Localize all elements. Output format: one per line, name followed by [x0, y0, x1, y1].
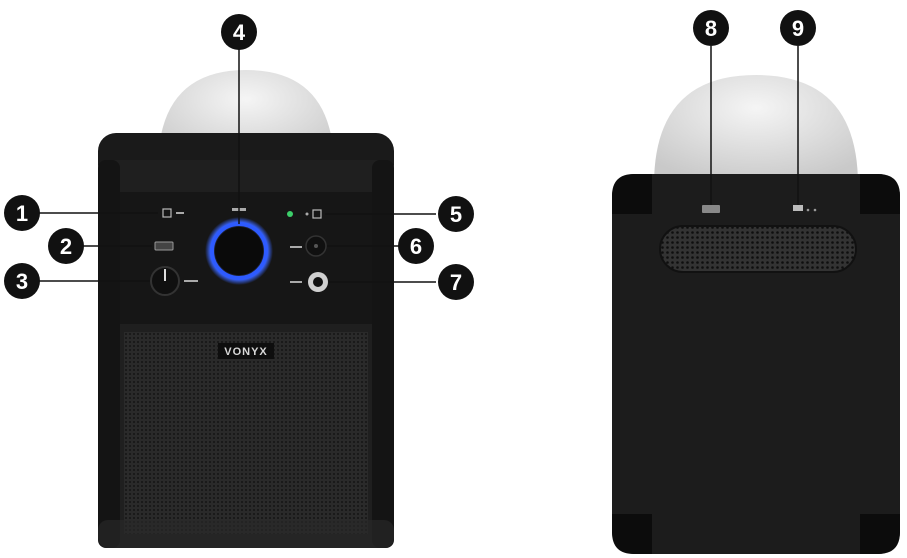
callout-9: 9	[780, 10, 816, 46]
dc-input-port[interactable]	[702, 205, 720, 213]
power-label-mark	[176, 212, 184, 214]
svg-text:7: 7	[450, 270, 462, 295]
callout-5: 5	[438, 196, 474, 232]
bluetooth-dot	[305, 212, 309, 216]
svg-text:6: 6	[410, 234, 422, 259]
callout-7: 7	[438, 264, 474, 300]
mic-label-mark	[290, 281, 302, 283]
rear-light-dome	[654, 75, 858, 185]
echo-label-mark	[184, 280, 198, 282]
brand-label: VONYX	[224, 346, 268, 358]
front-view: VONYX	[98, 70, 394, 548]
rear-view	[612, 75, 900, 554]
front-left-pillar	[98, 160, 120, 548]
front-right-pillar	[372, 160, 394, 548]
rear-corner-bottom-left	[612, 514, 652, 554]
power-button[interactable]	[162, 208, 172, 218]
master-volume-knob[interactable]	[215, 227, 263, 275]
bluetooth-button[interactable]	[312, 209, 322, 219]
usb-port[interactable]	[154, 241, 174, 251]
mic-input-hole	[313, 277, 323, 287]
speaker-grille	[124, 332, 368, 534]
callout-2: 2	[48, 228, 84, 264]
callout-1: 1	[4, 195, 40, 231]
mode-button-center	[314, 244, 318, 248]
bluetooth-led	[287, 211, 293, 217]
svg-text:5: 5	[450, 202, 462, 227]
front-bottom-foot	[98, 520, 394, 548]
charge-dot-1	[806, 208, 810, 212]
callout-3: 3	[4, 263, 40, 299]
svg-text:1: 1	[16, 201, 28, 226]
mode-label-mark	[290, 246, 302, 248]
rear-corner-bottom-right	[860, 514, 900, 554]
rear-corner-top-left	[612, 174, 652, 214]
charge-dot-2	[813, 208, 817, 212]
callout-6: 6	[398, 228, 434, 264]
svg-text:8: 8	[705, 16, 717, 41]
svg-text:2: 2	[60, 234, 72, 259]
rear-corner-top-right	[860, 174, 900, 214]
svg-text:3: 3	[16, 269, 28, 294]
charge-indicator	[793, 205, 803, 211]
callout-badges: 1 2 3 4 5 6 7 8	[4, 10, 816, 300]
leader-lines	[38, 46, 799, 283]
callout-4: 4	[221, 14, 257, 50]
rear-vent	[659, 225, 857, 273]
callout-8: 8	[693, 10, 729, 46]
svg-text:4: 4	[233, 20, 246, 45]
svg-text:9: 9	[792, 16, 804, 41]
brand-badge	[218, 343, 274, 359]
